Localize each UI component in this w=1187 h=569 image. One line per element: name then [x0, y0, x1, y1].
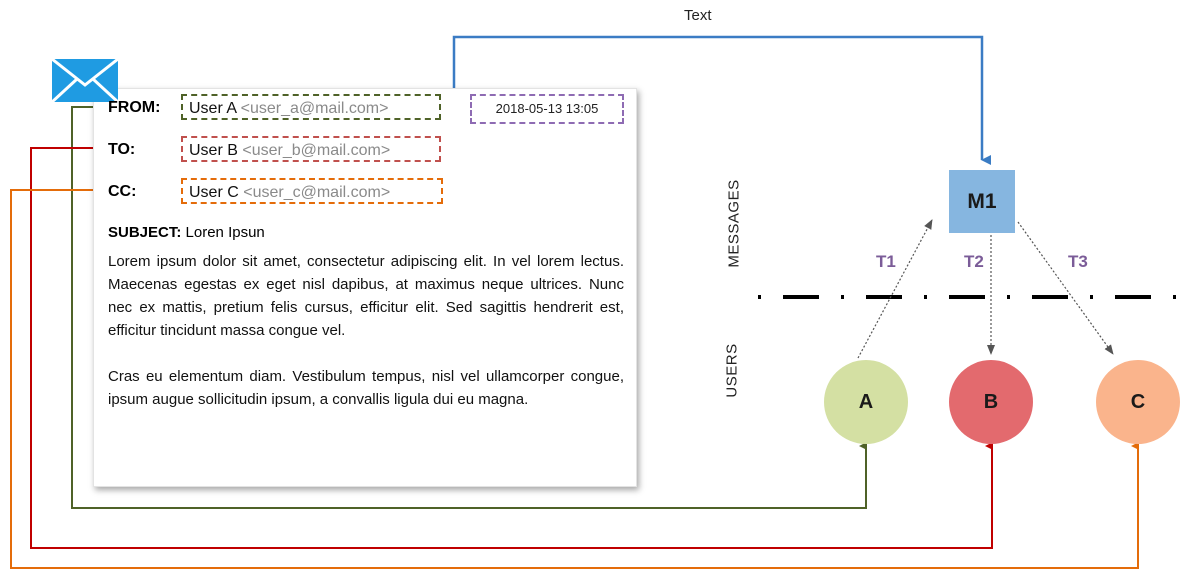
- user-node-a: A: [824, 360, 908, 444]
- to-connector: [30, 147, 993, 549]
- messages-layer-label: MESSAGES: [725, 179, 743, 268]
- to-email: <user_b@mail.com>: [242, 142, 391, 159]
- text-edge-label: Text: [684, 7, 712, 24]
- date-stamp: 2018-05-13 13:05: [470, 94, 624, 124]
- cc-connector: [10, 189, 1139, 569]
- t2-label: T2: [964, 252, 984, 271]
- users-layer-label: USERS: [723, 343, 741, 398]
- to-label: TO:: [108, 141, 136, 158]
- t1-label: T1: [876, 252, 896, 271]
- edge-t1: [857, 219, 933, 359]
- user-node-c: C: [1096, 360, 1180, 444]
- body-paragraph-2: Cras eu elementum diam. Vestibulum tempu…: [108, 368, 624, 408]
- from-email: <user_a@mail.com>: [240, 100, 389, 117]
- message-node: M1: [949, 170, 1015, 233]
- t3-label: T3: [1068, 252, 1088, 271]
- cc-address: User C <user_c@mail.com>: [181, 178, 443, 204]
- to-address: User B <user_b@mail.com>: [181, 136, 441, 162]
- from-name: User A: [189, 100, 237, 117]
- email-card: [93, 88, 637, 487]
- edge-t3: [1017, 221, 1114, 355]
- subject-value: Loren Ipsun: [185, 224, 265, 241]
- cc-name: User C: [189, 184, 239, 201]
- user-node-b: B: [949, 360, 1033, 444]
- subject-label: SUBJECT:: [108, 224, 182, 241]
- body-paragraph-1: Lorem ipsum dolor sit amet, consectetur …: [108, 253, 624, 339]
- from-address: User A <user_a@mail.com>: [181, 94, 441, 120]
- envelope-icon: [52, 59, 118, 102]
- from-label: FROM:: [108, 99, 161, 116]
- subject-line: SUBJECT: Loren Ipsun: [108, 224, 265, 241]
- cc-email: <user_c@mail.com>: [243, 184, 391, 201]
- to-name: User B: [189, 142, 238, 159]
- from-connector: [71, 106, 867, 509]
- cc-label: CC:: [108, 183, 137, 200]
- email-body: Lorem ipsum dolor sit amet, consectetur …: [108, 250, 624, 434]
